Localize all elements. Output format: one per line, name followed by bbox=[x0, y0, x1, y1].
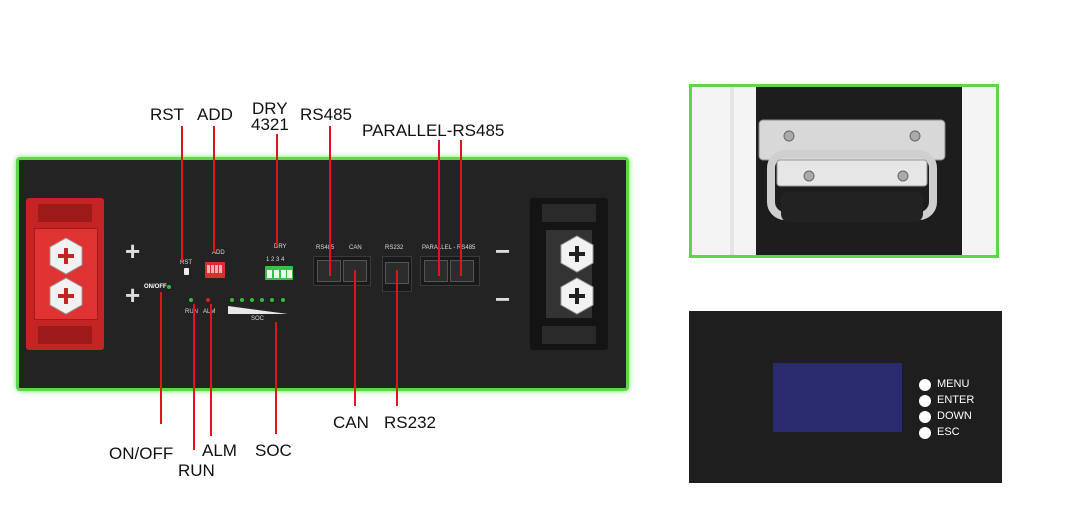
soc-led bbox=[281, 298, 285, 302]
can-panel-label: CAN bbox=[349, 245, 362, 251]
alm-led bbox=[206, 298, 210, 302]
soc-panel-label: SOC bbox=[251, 316, 265, 322]
run-callout: RUN bbox=[178, 461, 215, 480]
enter-button-label: ENTER bbox=[937, 394, 975, 406]
rs485-panel-label: RS485 bbox=[316, 245, 335, 251]
negative-bolt-icon bbox=[560, 235, 594, 273]
plus-sign: + bbox=[125, 236, 141, 266]
esc-button[interactable] bbox=[919, 427, 931, 439]
soc-led bbox=[230, 298, 234, 302]
down-button[interactable] bbox=[919, 411, 931, 423]
menu-button[interactable] bbox=[919, 379, 931, 391]
on-off-indicator bbox=[167, 285, 171, 289]
rst-callout: RST bbox=[150, 105, 184, 124]
positive-bolt-icon bbox=[49, 237, 83, 275]
leader-line bbox=[354, 270, 356, 406]
run-led bbox=[189, 298, 193, 302]
can-callout: CAN bbox=[333, 413, 369, 432]
dry-panel-label: DRY bbox=[274, 244, 287, 250]
leader-line bbox=[181, 126, 183, 261]
esc-button-label: ESC bbox=[937, 426, 960, 438]
soc-led bbox=[250, 298, 254, 302]
dry-contact-connector[interactable] bbox=[265, 266, 293, 280]
rs232-panel-label: RS232 bbox=[385, 245, 404, 251]
handle-icon bbox=[758, 119, 946, 222]
parallel-port-1[interactable] bbox=[424, 260, 448, 282]
rs485-callout: RS485 bbox=[300, 105, 352, 124]
rst-panel-label: RST bbox=[180, 260, 192, 266]
alm-callout: ALM bbox=[202, 441, 237, 460]
parallel-rs485-callout: PARALLEL-RS485 bbox=[362, 121, 505, 140]
minus-sign: − bbox=[495, 284, 511, 314]
leader-line bbox=[329, 126, 331, 276]
leader-line bbox=[210, 304, 212, 436]
dry-numbers-label: 1 2 3 4 bbox=[266, 257, 285, 263]
leader-line bbox=[438, 140, 440, 276]
dry-callout: DRY bbox=[252, 99, 288, 118]
leader-line bbox=[396, 270, 398, 406]
leader-line bbox=[213, 126, 215, 252]
run-panel-label: RUN bbox=[185, 309, 198, 315]
on-off-panel-label: ON/OFF bbox=[144, 284, 167, 290]
soc-wedge-icon bbox=[228, 306, 288, 314]
on-off-callout: ON/OFF bbox=[109, 444, 174, 463]
add-panel-label: ADD bbox=[212, 250, 225, 256]
leader-line bbox=[460, 140, 462, 276]
alm-panel-label: ALM bbox=[203, 309, 215, 315]
leader-line bbox=[275, 322, 277, 434]
down-button-label: DOWN bbox=[937, 410, 972, 422]
rst-button[interactable] bbox=[184, 268, 189, 275]
negative-terminal bbox=[530, 198, 608, 350]
soc-led bbox=[260, 298, 264, 302]
soc-callout: SOC bbox=[255, 441, 292, 460]
negative-bolt-icon bbox=[560, 277, 594, 315]
plus-sign: + bbox=[125, 280, 141, 310]
rs232-callout: RS232 bbox=[384, 413, 436, 432]
leader-line bbox=[276, 134, 278, 246]
leader-line bbox=[193, 304, 195, 450]
add-dip-switch[interactable] bbox=[205, 262, 225, 278]
enter-button[interactable] bbox=[919, 395, 931, 407]
soc-led bbox=[270, 298, 274, 302]
minus-sign: − bbox=[495, 236, 511, 266]
leader-line bbox=[160, 292, 162, 424]
dry-number-callout: 4321 bbox=[251, 115, 289, 134]
menu-button-label: MENU bbox=[937, 378, 970, 390]
soc-led bbox=[240, 298, 244, 302]
add-callout: ADD bbox=[197, 105, 233, 124]
parallel-rs485-panel-label: PARALLEL - RS485 bbox=[422, 245, 476, 251]
parallel-port-2[interactable] bbox=[450, 260, 474, 282]
positive-bolt-icon bbox=[49, 277, 83, 315]
lcd-screen bbox=[773, 363, 902, 432]
